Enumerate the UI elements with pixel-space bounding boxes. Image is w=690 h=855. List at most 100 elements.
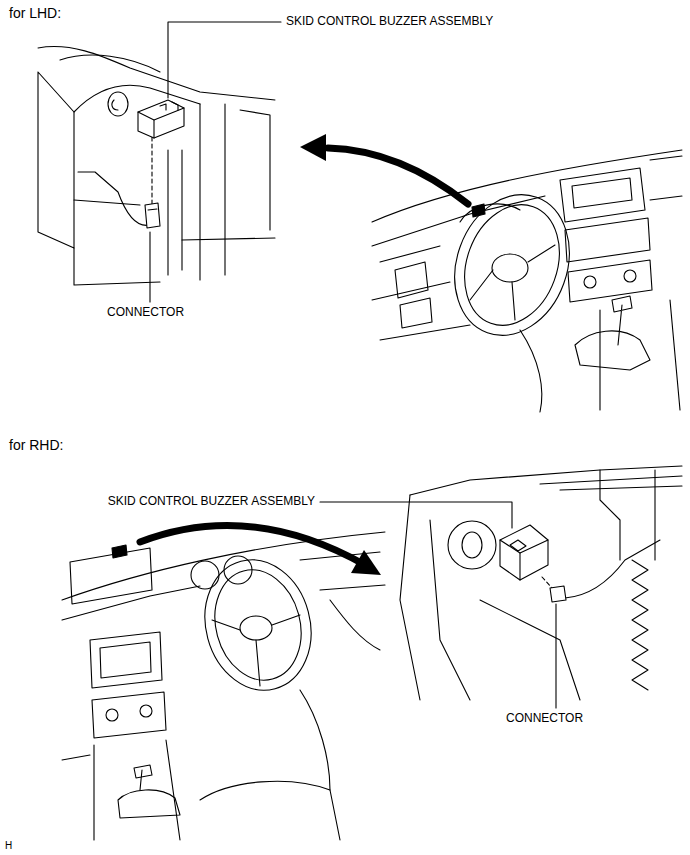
- lhd-inset-view: [148, 209, 157, 210]
- rhd-dashboard: [90, 632, 162, 688]
- buzzer-symbol: [172, 102, 178, 110]
- leader-line: [149, 232, 150, 302]
- rhd-dashboard: [70, 548, 152, 604]
- rhd-inset-view: [448, 521, 496, 569]
- lhd-inset-view: [240, 110, 270, 230]
- rhd-inset-view: [400, 466, 682, 700]
- buzzer-symbol: [510, 540, 526, 551]
- rhd-dashboard: [300, 690, 330, 790]
- lhd-inset-view: [182, 238, 275, 240]
- lhd-inset-view: [108, 92, 128, 116]
- lhd-dashboard: [575, 331, 650, 370]
- lhd-dashboard: [380, 246, 440, 262]
- illustration: [38, 22, 682, 840]
- part-label: SKID CONTROL BUZZER ASSEMBLY: [285, 15, 494, 29]
- lhd-dashboard: [624, 270, 636, 282]
- lhd-inset-view: [199, 104, 200, 280]
- rhd-dashboard: [92, 692, 166, 738]
- leader-line: [150, 22, 281, 302]
- pointer-arrow: [351, 550, 381, 575]
- lhd-inset-view: [112, 100, 118, 110]
- rhd-inset-view: [462, 532, 482, 558]
- lhd-inset-view: [38, 46, 275, 100]
- rhd-dashboard: [200, 781, 340, 840]
- rhd-dashboard: [191, 548, 326, 702]
- lhd-inset-view: [74, 200, 140, 205]
- buzzer-symbol: [500, 525, 548, 580]
- rhd-dashboard: [191, 561, 219, 589]
- lhd-dashboard: [650, 156, 682, 200]
- lhd-dashboard: [436, 179, 589, 352]
- leader-line: [320, 502, 556, 708]
- buzzer-symbol: [500, 540, 548, 553]
- figure-code-text: H: [5, 840, 12, 851]
- lhd-inset-view: [224, 104, 225, 275]
- rhd-dashboard: [140, 705, 152, 717]
- lhd-dashboard: [372, 282, 450, 300]
- rhd-dashboard: [118, 790, 180, 818]
- part-label-text: CONNECTOR: [506, 711, 583, 725]
- lhd-dashboard: [572, 178, 632, 208]
- lhd-inset-view: [74, 248, 160, 285]
- rhd-inset-view: [410, 466, 682, 495]
- pointer-arrow: [140, 526, 365, 565]
- buzzer-symbol: [138, 108, 184, 120]
- rhd-dashboard: [62, 755, 90, 760]
- pointer-arrow: [300, 134, 326, 161]
- rhd-inset-view: [632, 560, 648, 690]
- section-heading-text: for RHD:: [9, 437, 63, 453]
- lhd-dashboard: [380, 325, 470, 340]
- lhd-dashboard: [395, 262, 428, 298]
- rhd-dashboard: [134, 765, 152, 790]
- lhd-dashboard: [372, 150, 682, 222]
- lhd-dashboard: [472, 204, 485, 217]
- lhd-inset-view: [38, 46, 275, 285]
- rhd-inset-view: [542, 577, 552, 588]
- lhd-dashboard: [560, 168, 645, 222]
- rhd-dashboard: [100, 642, 151, 678]
- lhd-dashboard: [372, 150, 682, 412]
- section-heading: for LHD:: [8, 5, 62, 21]
- lhd-inset-view: [38, 72, 74, 248]
- lhd-dashboard: [492, 254, 528, 282]
- rhd-dashboard: [212, 615, 300, 686]
- part-label-text: SKID CONTROL BUZZER ASSEMBLY: [286, 14, 493, 28]
- part-label: SKID CONTROL BUZZER ASSEMBLY: [107, 495, 316, 509]
- rhd-dashboard: [112, 545, 127, 558]
- rhd-inset-view: [480, 600, 580, 700]
- part-label: CONNECTOR: [505, 712, 584, 726]
- lhd-dashboard: [565, 218, 650, 262]
- section-heading: for RHD:: [8, 437, 64, 453]
- lhd-dashboard: [568, 260, 652, 302]
- lhd-inset-view: [145, 203, 160, 228]
- lhd-inset-view: [60, 55, 160, 72]
- buzzer-symbol: [138, 100, 184, 138]
- rhd-dashboard: [106, 709, 118, 721]
- leader-line: [168, 22, 281, 98]
- buzzer-symbol: [519, 553, 520, 580]
- rhd-inset-view: [400, 495, 420, 700]
- part-label-text: SKID CONTROL BUZZER ASSEMBLY: [108, 494, 315, 508]
- buzzer-symbol: [160, 104, 166, 110]
- buzzer-symbol: [138, 100, 184, 138]
- rhd-dashboard: [62, 586, 200, 620]
- rhd-dashboard: [203, 560, 313, 690]
- rhd-dashboard: [62, 532, 385, 600]
- rhd-inset-view: [550, 586, 566, 602]
- rhd-dashboard: [240, 616, 272, 640]
- lhd-inset-view: [167, 150, 168, 275]
- rhd-inset-view: [654, 470, 655, 560]
- lhd-dashboard: [612, 296, 632, 345]
- rhd-dashboard: [330, 600, 380, 650]
- lhd-dashboard: [470, 245, 555, 320]
- lhd-dashboard: [520, 330, 542, 412]
- rhd-inset-view: [560, 486, 682, 490]
- rhd-inset-view: [600, 470, 620, 560]
- leader-line: [555, 604, 556, 708]
- figure-code: H: [4, 840, 13, 852]
- pointer-arrow: [140, 134, 468, 575]
- lhd-dashboard: [600, 300, 680, 410]
- section-heading-text: for LHD:: [9, 5, 61, 21]
- rhd-dashboard: [94, 740, 180, 840]
